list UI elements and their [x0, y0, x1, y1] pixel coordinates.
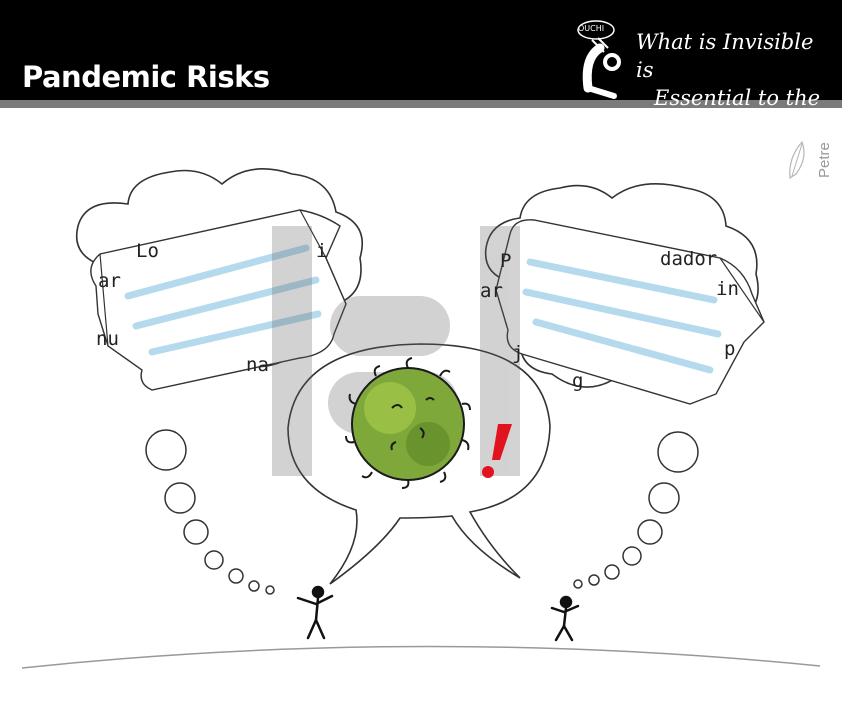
right-cloud-text-7: g [572, 370, 584, 392]
coronavirus-icon [345, 357, 471, 489]
right-cloud-text-6: p [724, 338, 736, 360]
right-thought-trail [573, 431, 699, 589]
cartoon-illustration [21, 168, 821, 669]
page-title: Pandemic Risks [22, 60, 270, 94]
left-face-mask [90, 209, 347, 391]
left-stick-figure [296, 585, 334, 640]
left-cloud-text-2: i [316, 240, 328, 262]
feather-signature-icon [789, 140, 805, 180]
right-cloud-text-1: P [500, 250, 512, 272]
right-cloud-text-4: in [716, 278, 739, 300]
ground-line [21, 645, 821, 669]
header-bar [0, 0, 842, 100]
tagline: What is Invisible is Essential to the Ey… [636, 28, 836, 140]
right-cloud-text-2: dador [660, 248, 718, 270]
header-gray-stripe [0, 100, 842, 108]
tagline-line-1: What is Invisible is [636, 30, 814, 82]
right-cloud-text-3: ar [480, 280, 503, 302]
logo-bubble-text: OUCHI [578, 24, 605, 33]
left-cloud-text-4: nu [96, 328, 119, 350]
ouchi-logo-icon [577, 20, 621, 99]
left-cloud-text-5: na [246, 354, 269, 376]
left-cloud-text-3: ar [98, 270, 121, 292]
left-cloud-text-1: Lo [136, 240, 159, 262]
right-cloud-text-5: j [512, 342, 524, 364]
right-face-mask [495, 219, 765, 405]
right-stick-figure [550, 595, 580, 642]
left-thought-trail [145, 429, 275, 595]
exclamation-mark-icon [482, 424, 512, 478]
tagline-line-2: Essential to the Eye [654, 86, 821, 138]
